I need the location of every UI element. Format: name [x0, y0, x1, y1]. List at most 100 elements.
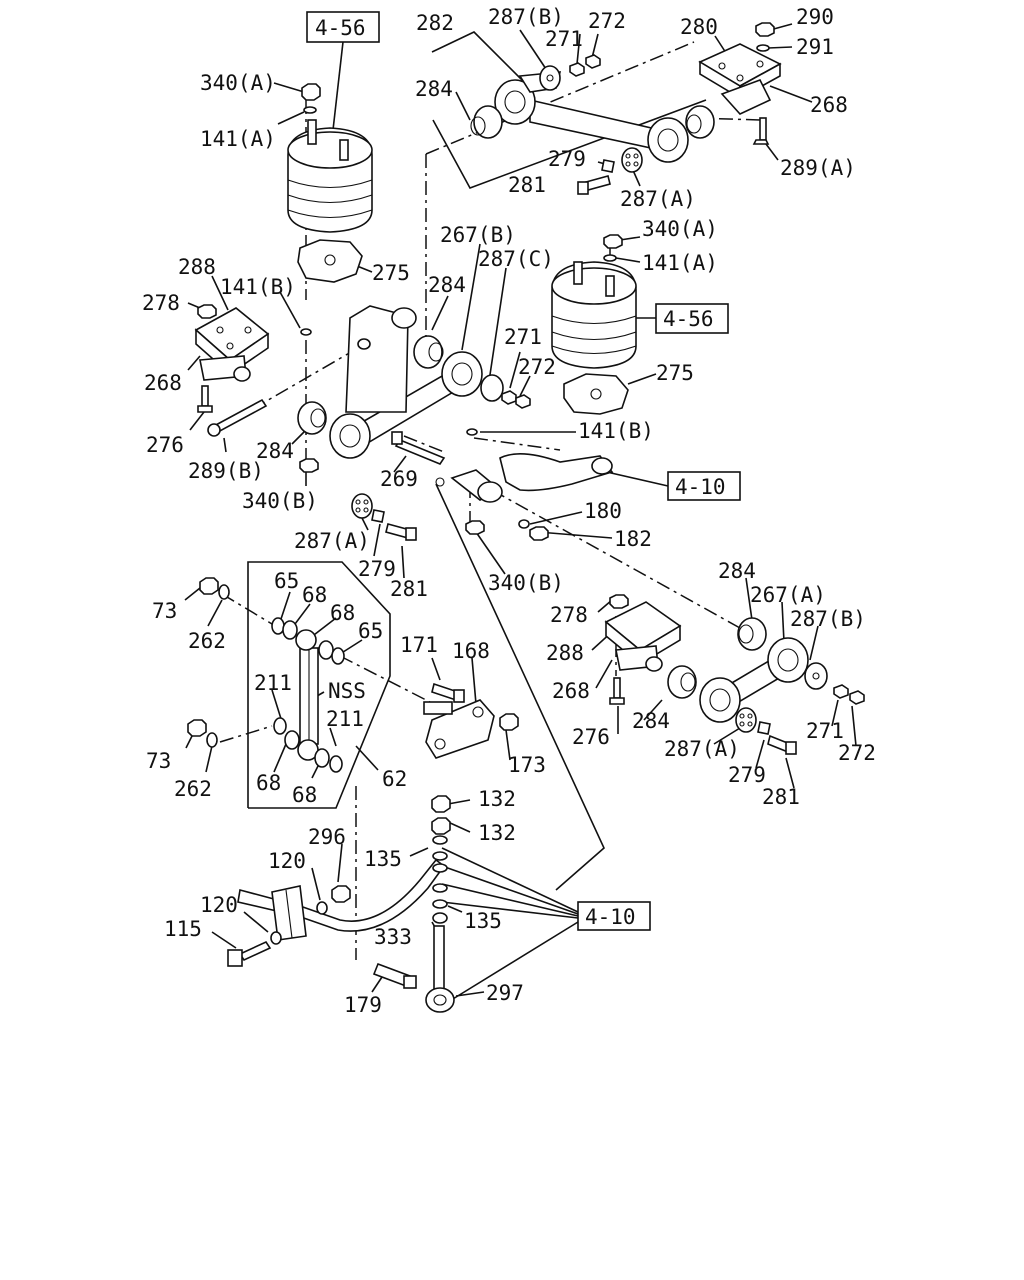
washer-141a-right[interactable]	[603, 254, 617, 262]
plate-287c[interactable]	[480, 374, 504, 402]
nut-340b-center[interactable]	[465, 520, 485, 535]
ref-box-4-56-right[interactable]: 4-56	[655, 303, 729, 334]
nut-340a-top-left[interactable]	[301, 83, 321, 101]
washer-120-a[interactable]	[316, 901, 328, 915]
bolt-281-mid[interactable]	[385, 523, 417, 541]
bushing-284-top-right[interactable]	[685, 105, 715, 139]
nut-340b-left[interactable]	[299, 458, 319, 473]
bushing-68-b[interactable]	[318, 640, 334, 660]
part-number-label: 288	[178, 255, 216, 279]
shock-absorber-nss[interactable]	[295, 629, 319, 761]
washer-291[interactable]	[756, 44, 770, 52]
plate-287a-right[interactable]	[735, 707, 757, 733]
nut-272-top[interactable]	[585, 54, 601, 69]
bushing-211-a[interactable]	[273, 717, 287, 735]
bushing-284-right-top[interactable]	[737, 617, 767, 651]
ref-box-4-10-bottom[interactable]: 4-10	[577, 901, 651, 931]
nut-296[interactable]	[331, 885, 351, 903]
link-end-297[interactable]	[425, 987, 455, 1013]
bracket-mid-frame[interactable]	[345, 305, 417, 413]
part-number-label: 141(B)	[578, 419, 654, 443]
air-spring-right[interactable]	[551, 261, 637, 415]
bracket-288-right[interactable]	[604, 601, 682, 672]
nut-271-mid[interactable]	[501, 390, 517, 405]
bushing-68-a[interactable]	[282, 620, 298, 640]
torque-rod-top[interactable]	[494, 71, 689, 163]
bushing-284-left[interactable]	[297, 401, 327, 435]
part-number-label: 289(A)	[780, 156, 856, 180]
bushing-65-a[interactable]	[271, 617, 285, 635]
stack-132-135[interactable]	[431, 795, 451, 909]
bushing-284-mid[interactable]	[413, 335, 444, 369]
part-number-label: 179	[344, 993, 382, 1017]
bolt-289b[interactable]	[207, 398, 268, 437]
plate-287b-top[interactable]	[539, 65, 561, 91]
washer-141a-top-left[interactable]	[303, 106, 317, 114]
stabilizer-bar[interactable]	[237, 858, 446, 941]
nut-290[interactable]	[755, 22, 775, 37]
part-number-label: 291	[796, 35, 834, 59]
part-number-label: 120	[268, 849, 306, 873]
nut-272-right[interactable]	[849, 690, 865, 705]
part-number-label: 271	[806, 719, 844, 743]
nut-182[interactable]	[529, 526, 549, 541]
ref-label: 4-10	[585, 905, 636, 929]
washer-mid-small[interactable]	[357, 338, 371, 350]
part-number-label: 271	[504, 325, 542, 349]
nut-271-top[interactable]	[569, 62, 585, 77]
bracket-280[interactable]	[698, 43, 782, 115]
washer-180[interactable]	[518, 519, 530, 529]
part-number-label: 281	[390, 577, 428, 601]
nut-278-right[interactable]	[609, 594, 629, 609]
washer-120-b[interactable]	[270, 931, 282, 945]
nut-278-left[interactable]	[197, 304, 217, 319]
bracket-288-left[interactable]	[194, 307, 270, 382]
part-number-label: 272	[838, 741, 876, 765]
nut-272-mid[interactable]	[515, 394, 531, 409]
bushing-68-c[interactable]	[284, 730, 300, 750]
bolt-171[interactable]	[431, 682, 465, 703]
bolt-269[interactable]	[391, 431, 446, 465]
arm-4-10[interactable]	[435, 453, 614, 503]
bracket-168[interactable]	[423, 699, 495, 759]
bolt-289a[interactable]	[752, 117, 770, 145]
bolt-276-left[interactable]	[197, 385, 213, 413]
bushing-65-b[interactable]	[331, 647, 345, 665]
nut-271-right[interactable]	[833, 684, 849, 699]
ref-box-4-10-mid[interactable]: 4-10	[667, 471, 741, 501]
nut-73-a[interactable]	[199, 577, 219, 595]
bushing-284-right-bottom[interactable]	[667, 665, 697, 699]
bolt-115[interactable]	[227, 940, 272, 967]
plate-287b-right[interactable]	[804, 662, 828, 690]
washer-141b-left[interactable]	[300, 328, 312, 336]
lock-279-top[interactable]	[601, 159, 615, 173]
nut-173[interactable]	[499, 713, 519, 731]
bushing-211-b[interactable]	[329, 755, 343, 773]
plate-287a-mid[interactable]	[351, 493, 373, 519]
part-number-label: 290	[796, 5, 834, 29]
nut-73-b[interactable]	[187, 719, 207, 737]
bushing-68-d[interactable]	[314, 748, 330, 768]
link-333[interactable]	[432, 912, 448, 991]
bolt-179[interactable]	[372, 962, 417, 989]
washer-262-b[interactable]	[206, 732, 218, 748]
plate-287a-top[interactable]	[621, 147, 643, 173]
washer-262-a[interactable]	[218, 584, 230, 600]
bolt-281-top[interactable]	[577, 175, 611, 195]
washer-141b-right[interactable]	[466, 428, 478, 436]
torque-rod-267b[interactable]	[329, 351, 483, 459]
lock-279-right[interactable]	[757, 721, 771, 735]
bolt-276-right[interactable]	[609, 677, 625, 705]
part-number-label: 171	[400, 633, 438, 657]
part-number-label: 268	[144, 371, 182, 395]
ref-label: 4-10	[675, 475, 726, 499]
nut-340a-right[interactable]	[603, 234, 623, 249]
lock-279-mid[interactable]	[371, 509, 385, 523]
air-spring-top-left[interactable]	[287, 119, 373, 283]
torque-rod-267a[interactable]	[699, 637, 809, 723]
part-number-label: 287(A)	[294, 529, 370, 553]
bolt-281-right[interactable]	[767, 734, 797, 755]
ref-box-4-56-top[interactable]: 4-56	[306, 11, 380, 43]
bushing-284-top-left[interactable]	[470, 105, 503, 139]
